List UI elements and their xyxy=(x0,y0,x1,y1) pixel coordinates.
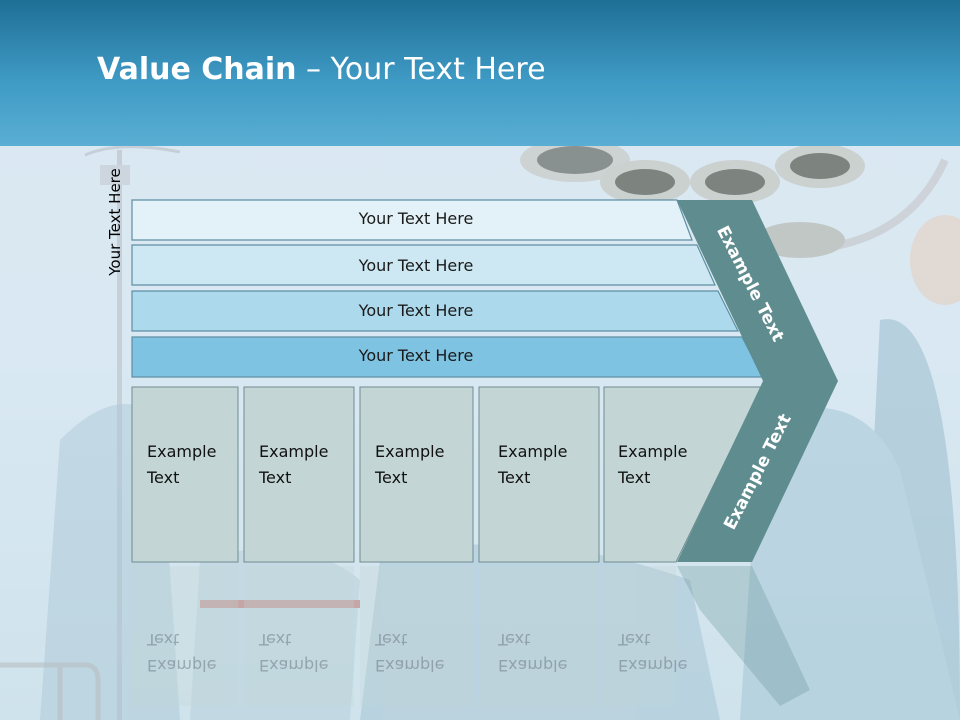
walker-frame-graphic xyxy=(0,662,101,720)
bar-2-shape xyxy=(131,244,716,286)
slide-title: Value Chain – Your Text Here xyxy=(97,52,546,87)
activity-box-5-line2: Text xyxy=(618,468,651,487)
bar-3-shape xyxy=(131,290,739,332)
activity-box-3 xyxy=(359,386,474,563)
activity-box-2-line2: Text xyxy=(259,468,292,487)
bar-4-label: Your Text Here xyxy=(358,346,474,365)
iv-pole-graphic xyxy=(84,145,181,720)
bar-1-label: Your Text Here xyxy=(358,209,474,228)
activity-box-4-line2: Text xyxy=(498,468,531,487)
activity-box-2 xyxy=(243,386,355,563)
bar-2-label: Your Text Here xyxy=(358,256,474,275)
surgical-lamp-graphic xyxy=(520,138,949,258)
activity-box-3-line1: Example xyxy=(375,442,445,461)
activity-box-4-line1: Example xyxy=(498,442,568,461)
activity-box-1-line2: Text xyxy=(147,468,180,487)
bar-3-label: Your Text Here xyxy=(358,301,474,320)
title-banner xyxy=(0,0,960,146)
activity-box-4 xyxy=(478,386,600,563)
activity-box-1-line1: Example xyxy=(147,442,217,461)
bar-1-shape xyxy=(131,199,693,241)
reflection xyxy=(132,566,810,706)
title-rest-text: – Your Text Here xyxy=(296,52,546,87)
activity-box-2-line1: Example xyxy=(259,442,329,461)
margin-chevron xyxy=(677,200,838,562)
title-bold-text: Value Chain xyxy=(97,52,297,87)
activity-box-3-line2: Text xyxy=(375,468,408,487)
activity-box-5-line1: Example xyxy=(618,442,688,461)
activity-box-1 xyxy=(131,386,239,563)
